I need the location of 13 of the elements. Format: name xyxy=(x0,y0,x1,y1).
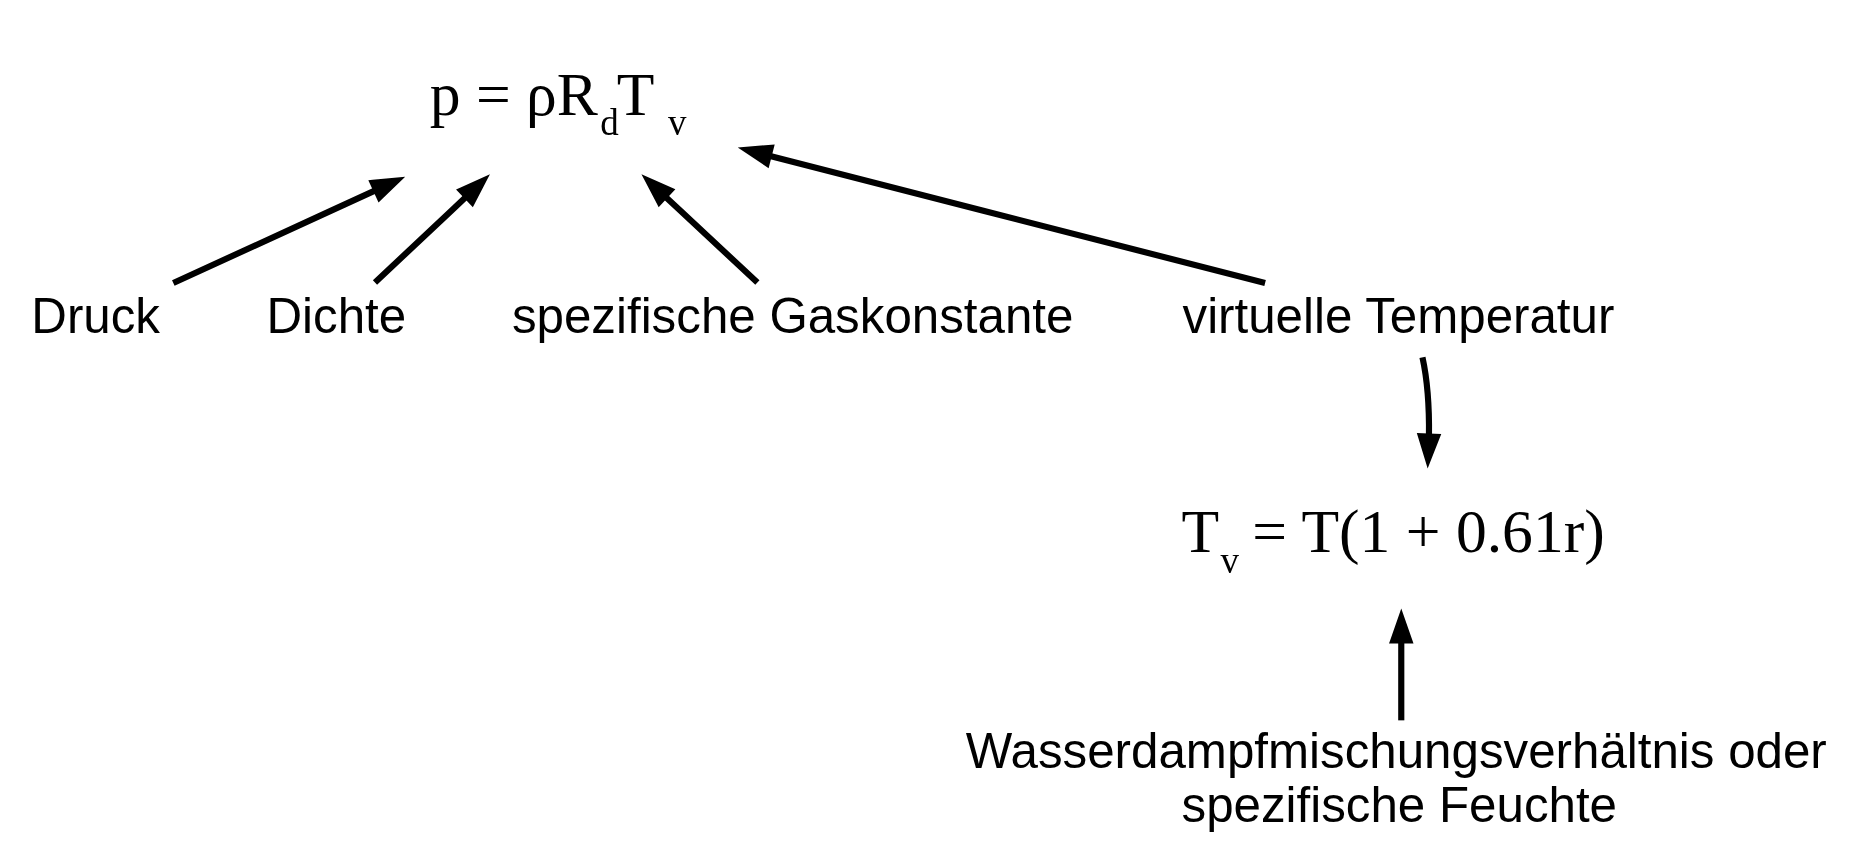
node-text: p = ρR$_{d}$T$_{v}$ xyxy=(429,59,687,143)
arrow xyxy=(1389,608,1414,720)
node-text: spezifische Gaskonstante xyxy=(511,287,1074,343)
arrow xyxy=(641,173,760,285)
node-text: T$_{v}$ = T(1 + 0.61r) xyxy=(1181,496,1605,581)
arrow xyxy=(372,173,490,285)
arrow xyxy=(1416,356,1442,469)
node-text: Wasserdampfmischungsverhältnis oder spezifische Feuchte xyxy=(965,722,1827,832)
node-text: virtuelle Temperatur xyxy=(1182,287,1615,343)
node-text: Dichte xyxy=(266,287,407,343)
arrow xyxy=(737,143,1266,286)
arrow xyxy=(172,176,406,286)
node-text: Druck xyxy=(31,287,160,343)
